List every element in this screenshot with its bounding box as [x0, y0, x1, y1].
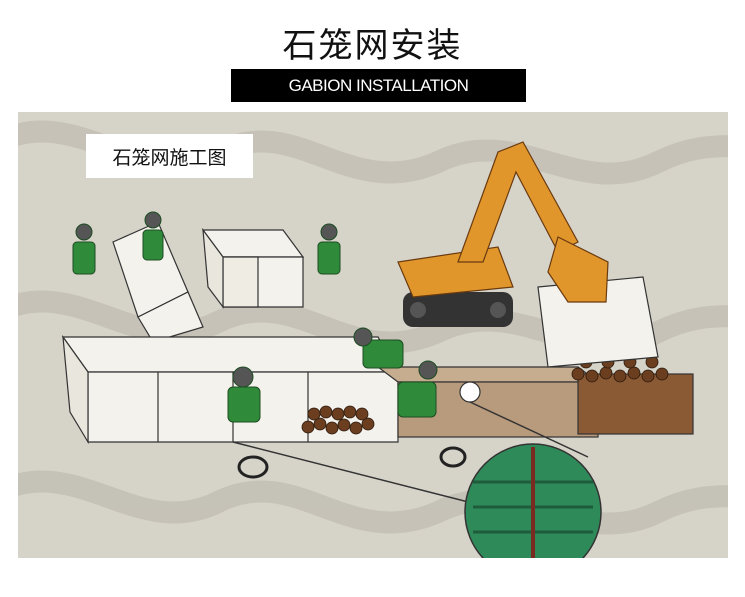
gabion-box-folded	[201, 227, 305, 309]
subtitle-banner: GABION INSTALLATION	[231, 69, 526, 102]
illustration-drawing	[18, 120, 728, 558]
wire-coil	[237, 446, 467, 479]
installation-illustration: 石笼网施工图	[18, 112, 728, 558]
illustration-label-text: 石笼网施工图	[112, 146, 227, 169]
subtitle-text: GABION INSTALLATION	[288, 75, 469, 95]
worker-figure	[72, 211, 438, 423]
mesh-closeup	[232, 401, 602, 558]
excavator-icon	[397, 141, 609, 327]
illustration-label: 石笼网施工图	[86, 134, 253, 178]
page-title: 石笼网安装	[282, 26, 463, 66]
gabion-panel-1	[112, 221, 204, 343]
